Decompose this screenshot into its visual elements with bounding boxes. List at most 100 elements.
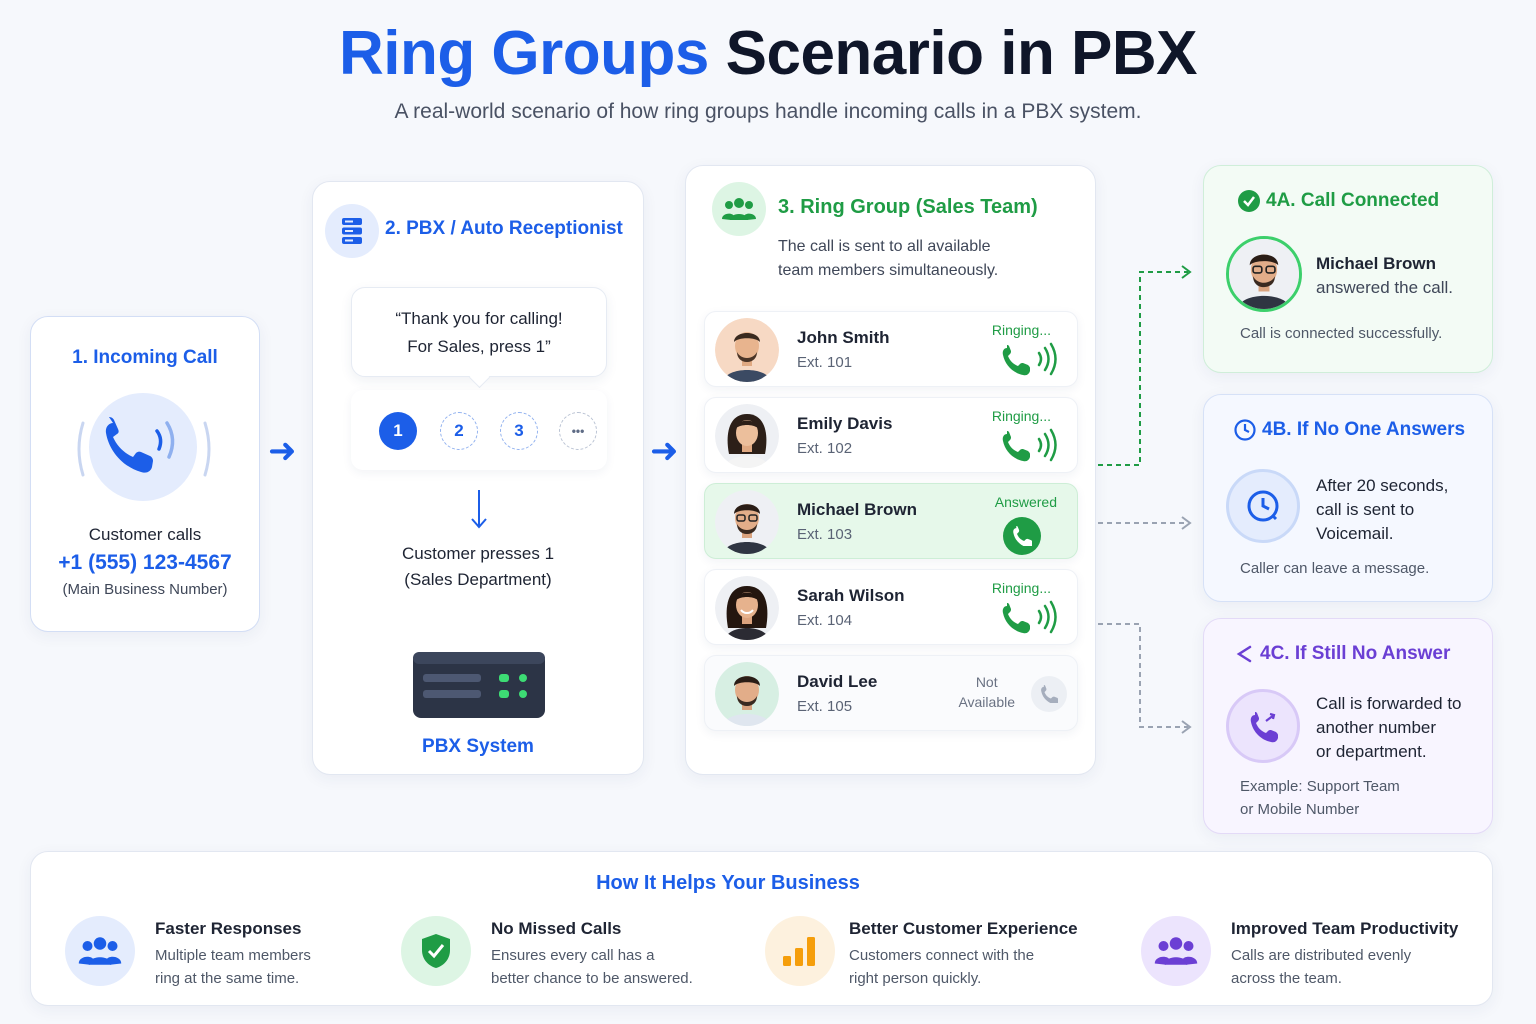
still-no-answer-card: 4C. If Still No Answer Call is forwarded…	[1203, 618, 1493, 834]
page-title: Ring Groups Scenario in PBX	[0, 18, 1536, 89]
pbx-device-icon	[413, 652, 545, 718]
unavailable-phone-icon	[1031, 676, 1067, 712]
benefit-desc-line-1: Multiple team members	[155, 947, 311, 964]
team-benefit-icon	[65, 916, 135, 986]
arrow-right-icon: ➜	[650, 432, 679, 470]
benefit-title: No Missed Calls	[491, 919, 622, 938]
ring-group-card: 3. Ring Group (Sales Team) The call is s…	[685, 165, 1096, 775]
ring-group-desc-1: The call is sent to all available	[778, 238, 991, 255]
still-no-answer-line-1: Call is forwarded to	[1316, 694, 1462, 713]
phone-ringing-icon	[77, 417, 211, 477]
page-subtitle: A real-world scenario of how ring groups…	[394, 100, 1142, 123]
member-ext: Ext. 102	[797, 440, 853, 457]
benefit-desc: Customers connect with the right person …	[849, 944, 1089, 990]
check-circle-icon	[1238, 190, 1260, 212]
member-ext: Ext. 105	[797, 698, 853, 715]
benefit-title: Faster Responses	[155, 919, 302, 938]
server-icon	[325, 204, 379, 258]
greeting-line-2: For Sales, press 1”	[407, 337, 551, 356]
avatar	[715, 404, 779, 468]
member-row-michael-brown[interactable]: Michael Brown Ext. 103 Answered	[704, 483, 1078, 559]
avatar	[715, 576, 779, 640]
incoming-call-title: 1. Incoming Call	[72, 347, 218, 368]
team-icon	[712, 182, 766, 236]
member-row-john-smith[interactable]: John Smith Ext. 101 Ringing...	[704, 311, 1078, 387]
member-name: Michael Brown	[797, 500, 917, 519]
avatar	[715, 490, 779, 554]
member-row-david-lee[interactable]: David Lee Ext. 105 Not Available	[704, 655, 1078, 731]
clock-icon	[1234, 419, 1256, 441]
title-rest: Scenario in PBX	[725, 19, 1198, 88]
member-status: Answered	[994, 494, 1057, 510]
key-1[interactable]: 1	[379, 412, 417, 450]
call-connected-card: 4A. Call Connected Michael Brown answere…	[1203, 165, 1493, 373]
connector-lines	[1098, 265, 1192, 734]
avatar	[715, 318, 779, 382]
still-no-answer-note-2: or Mobile Number	[1240, 801, 1360, 818]
still-no-answer-note-1: Example: Support Team	[1240, 778, 1400, 795]
connected-avatar	[1226, 236, 1302, 312]
answered-phone-icon	[1003, 517, 1041, 555]
key-3[interactable]: 3	[500, 412, 538, 450]
avatar	[715, 662, 779, 726]
benefit-desc-line-2: better chance to be answered.	[491, 970, 693, 987]
member-status: Ringing...	[991, 580, 1051, 596]
member-ext: Ext. 101	[797, 354, 853, 371]
keypad: 1 2 3 •••	[351, 390, 607, 470]
member-status: Not Available	[958, 672, 1015, 712]
benefit-desc: Multiple team members ring at the same t…	[155, 944, 395, 990]
member-status: Ringing...	[991, 322, 1051, 338]
connected-note: Call is connected successfully.	[1240, 325, 1443, 342]
member-status: Ringing...	[991, 408, 1051, 424]
no-answer-line-3: Voicemail.	[1316, 524, 1394, 543]
benefit-desc: Ensures every call has a better chance t…	[491, 944, 731, 990]
no-answer-card: 4B. If No One Answers After 20 seconds, …	[1203, 394, 1493, 602]
still-no-answer-title-text: 4C. If Still No Answer	[1260, 643, 1451, 664]
member-row-emily-davis[interactable]: Emily Davis Ext. 102 Ringing...	[704, 397, 1078, 473]
pbx-title: 2. PBX / Auto Receptionist	[385, 218, 623, 239]
benefit-desc: Calls are distributed evenly across the …	[1231, 944, 1471, 990]
arrow-down-icon	[471, 490, 487, 529]
arrow-right-icon: ➜	[268, 432, 297, 470]
incoming-call-card: 1. Incoming Call Customer calls +1 (555)…	[30, 316, 260, 632]
ring-group-title: 3. Ring Group (Sales Team)	[778, 196, 1038, 218]
member-name: Sarah Wilson	[797, 586, 905, 605]
connected-text: answered the call.	[1316, 278, 1454, 297]
title-highlight: Ring Groups	[338, 19, 709, 88]
member-name: John Smith	[797, 328, 890, 347]
voicemail-clock-icon	[1226, 469, 1300, 543]
status-line-2: Available	[958, 694, 1015, 710]
benefit-desc-line-1: Calls are distributed evenly	[1231, 947, 1412, 964]
no-answer-note: Caller can leave a message.	[1240, 560, 1430, 577]
customer-calls-label: Customer calls	[88, 525, 202, 544]
benefit-desc-line-2: right person quickly.	[849, 970, 982, 987]
benefits-panel: How It Helps Your Business Faster Respon…	[30, 851, 1493, 1006]
still-no-answer-line-3: or department.	[1316, 742, 1427, 761]
member-name: Emily Davis	[797, 414, 893, 433]
benefit-desc-line-1: Customers connect with the	[849, 947, 1035, 964]
benefit-desc-line-2: ring at the same time.	[155, 970, 300, 987]
benefits-title: How It Helps Your Business	[596, 872, 860, 894]
ringing-phone-icon	[1002, 342, 1057, 376]
no-answer-line-2: call is sent to	[1316, 500, 1415, 519]
pbx-card: 2. PBX / Auto Receptionist “Thank you fo…	[312, 181, 644, 775]
forward-icon	[1236, 645, 1252, 663]
call-connected-title: 4A. Call Connected	[1238, 190, 1439, 212]
pbx-system-label: PBX System	[422, 736, 534, 757]
no-answer-title: 4B. If No One Answers	[1234, 419, 1465, 441]
still-no-answer-title: 4C. If Still No Answer	[1234, 643, 1450, 665]
benefit-title: Improved Team Productivity	[1231, 919, 1459, 938]
key-2[interactable]: 2	[440, 412, 478, 450]
forward-call-icon	[1226, 689, 1300, 763]
member-name: David Lee	[797, 672, 878, 691]
sales-department-label: (Sales Department)	[404, 570, 552, 589]
benefit-desc-line-1: Ensures every call has a	[491, 947, 655, 964]
benefit-desc-line-2: across the team.	[1231, 970, 1342, 987]
call-connected-title-text: 4A. Call Connected	[1266, 190, 1440, 211]
ringing-phone-icon	[1002, 600, 1057, 634]
status-line-1: Not	[975, 674, 998, 690]
phone-circle	[89, 393, 197, 501]
member-row-sarah-wilson[interactable]: Sarah Wilson Ext. 104 Ringing...	[704, 569, 1078, 645]
key-more[interactable]: •••	[559, 412, 597, 450]
customer-presses-label: Customer presses 1	[401, 544, 555, 563]
